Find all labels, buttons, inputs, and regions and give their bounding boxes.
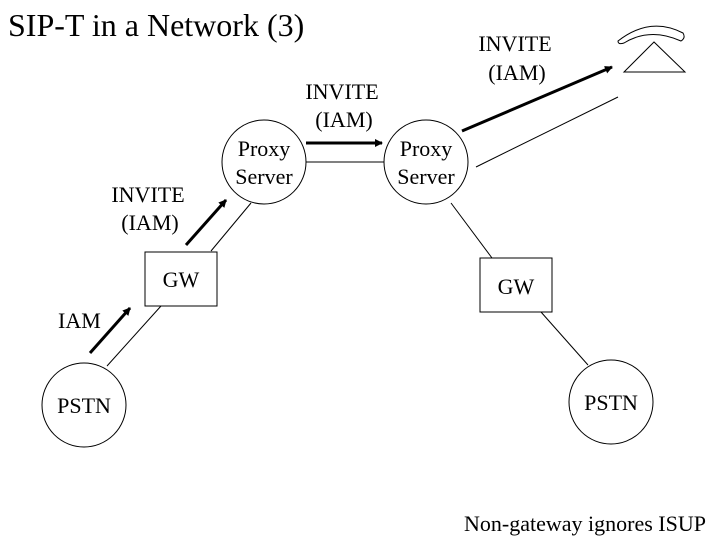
proxy-server-left-node: Proxy Server xyxy=(221,119,307,205)
msg-invite-proxy-proxy-line1: INVITE xyxy=(305,79,378,104)
msg-invite-proxy-proxy-line2: (IAM) xyxy=(315,107,372,132)
proxy-left-label-line1: Proxy xyxy=(238,136,291,161)
proxy-right-label-line1: Proxy xyxy=(400,136,453,161)
arrow-invite-proxy-phone xyxy=(461,65,613,133)
msg-invite-proxy-phone-line1: INVITE xyxy=(478,31,551,56)
link-gw-proxy-left xyxy=(210,202,252,252)
pstn-right-node: PSTN xyxy=(568,359,654,445)
msg-invite-gw-proxy-line2: (IAM) xyxy=(121,210,178,235)
msg-invite-proxy-phone-line2: (IAM) xyxy=(488,60,545,85)
link-pstn-gw-left xyxy=(106,305,162,367)
telephone-icon xyxy=(617,25,687,73)
footnote: Non-gateway ignores ISUP xyxy=(464,511,706,536)
gw-right-label: GW xyxy=(498,274,535,299)
proxy-left-label-line2: Server xyxy=(235,164,293,189)
gw-left-node: GW xyxy=(144,251,218,307)
pstn-left-node: PSTN xyxy=(41,362,127,448)
arrow-iam xyxy=(88,307,132,354)
arrow-invite-gw-proxy xyxy=(184,199,228,246)
proxy-right-label-line2: Server xyxy=(397,164,455,189)
link-proxy-gw-right xyxy=(450,202,493,259)
msg-invite-gw-proxy-line1: INVITE xyxy=(111,182,184,207)
gw-right-node: GW xyxy=(479,257,553,313)
proxy-server-right-node: Proxy Server xyxy=(383,119,469,205)
link-gw-pstn-right xyxy=(540,311,589,366)
slide-title: SIP-T in a Network (3) xyxy=(8,7,304,43)
link-proxy-phone xyxy=(475,96,619,168)
gw-left-label: GW xyxy=(163,267,200,292)
pstn-right-label: PSTN xyxy=(584,390,638,415)
pstn-left-label: PSTN xyxy=(57,393,111,418)
msg-iam-label: IAM xyxy=(58,308,101,333)
